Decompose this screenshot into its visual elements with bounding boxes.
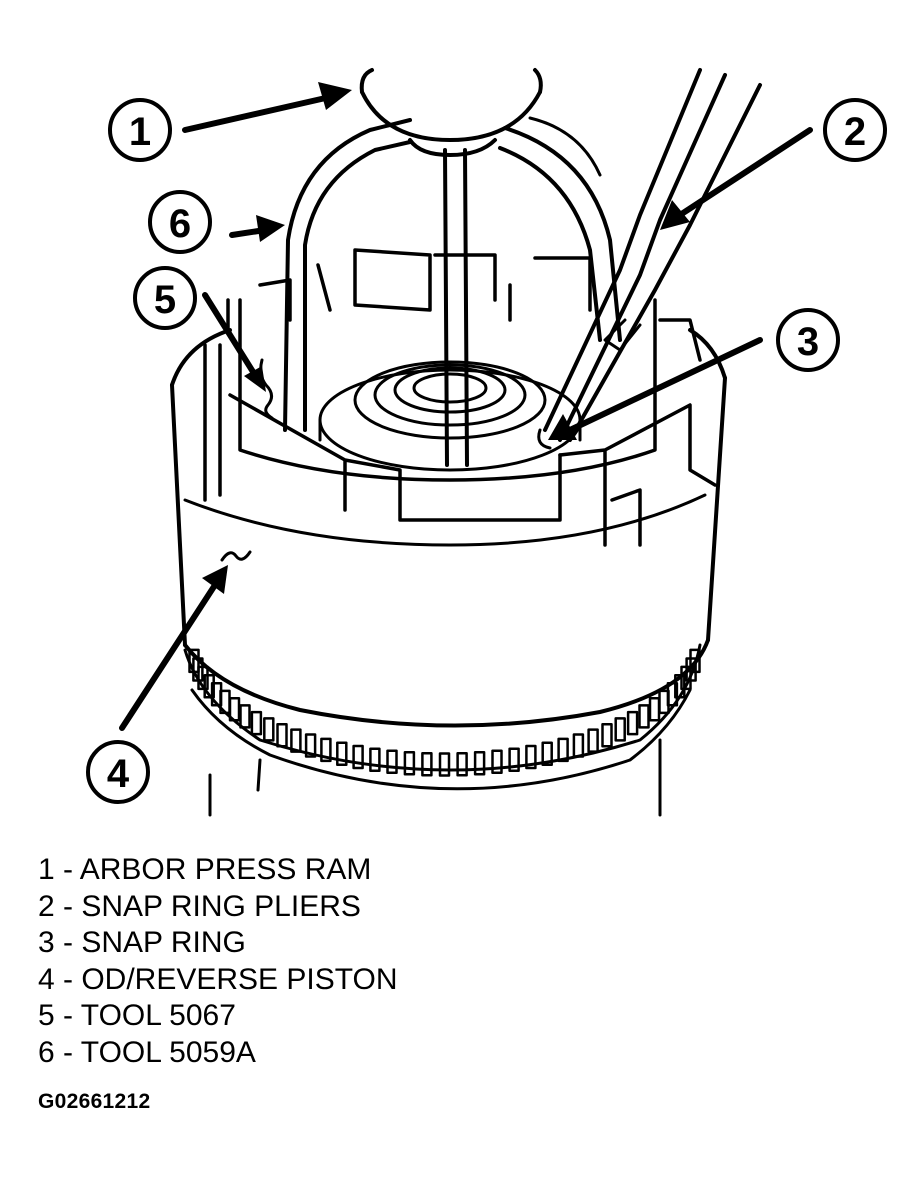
svg-text:5: 5 [154,278,176,322]
gear-tooth [541,741,553,766]
gear-tooth [197,665,209,691]
snap-ring-pliers [537,68,762,450]
callout-4: 4 [86,740,150,804]
arrow-1 [182,94,333,133]
gear-tooth [304,733,317,758]
gear-tooth [648,697,661,722]
gear-tooth [587,728,599,753]
gear-tooth [276,722,288,748]
arrow-4 [119,582,218,731]
gear-tooth [572,733,585,758]
gear-teeth-ring [183,643,702,817]
svg-text:6: 6 [169,202,191,246]
svg-text:1: 1 [129,110,151,154]
gear-tooth [228,697,241,722]
arrow-5-head [244,366,266,392]
assembly-illustration: 1 2 3 4 5 6 [86,68,887,817]
callout-3: 3 [776,308,840,372]
arbor-press-ram [359,68,543,467]
arrow-1-head [318,82,352,110]
center-hub [318,360,582,472]
arrow-2-head [660,200,690,230]
gear-tooth [614,717,626,742]
gear-tooth [263,717,275,742]
arrow-3-head [548,414,577,440]
gear-tooth [557,737,569,763]
gear-tooth [336,741,348,766]
svg-text:3: 3 [797,320,819,364]
tool-5059a [283,116,622,432]
gear-tooth [491,749,503,775]
gear-tooth [403,751,416,776]
figure-id: G02661212 [38,1090,151,1113]
legend-item-4: 4 - OD/REVERSE PISTON [38,962,398,996]
gear-tooth [239,704,251,729]
gear-tooth [689,648,701,674]
gear-tooth [386,749,398,775]
gear-tooth [456,751,468,777]
callout-1: 1 [108,98,172,162]
legend-item-5: 5 - TOOL 5067 [38,999,236,1032]
svg-text:2: 2 [844,110,866,154]
legend-item-2: 2 - SNAP RING PLIERS [38,889,361,923]
gear-tooth [203,673,215,699]
callout-6: 6 [148,190,212,254]
callout-2: 2 [823,98,887,162]
od-reverse-piston [170,328,727,728]
gear-tooth [438,752,451,777]
legend-item-3: 3 - SNAP RING [38,926,246,959]
gear-tooth [369,747,381,772]
piston-rim [203,248,717,547]
gear-tooth [290,728,302,753]
arrow-2 [677,127,813,218]
gear-tooth [601,722,613,748]
gear-tooth [421,751,433,777]
legend-item-1: 1 - ARBOR PRESS RAM [38,853,372,886]
gear-tooth [508,747,520,772]
gear-tooth [250,710,263,736]
gear-tooth [352,744,364,770]
gear-tooth [473,751,486,776]
gear-tooth [320,737,332,763]
gear-tooth [626,710,639,736]
arrow-4-head [202,565,228,594]
arrow-3 [567,337,763,433]
gear-tooth [525,744,537,770]
legend-item-6: 6 - TOOL 5059A [38,1035,256,1069]
callout-5: 5 [133,266,197,330]
arrow-6-head [256,215,285,242]
gear-tooth [638,704,650,729]
svg-text:4: 4 [107,752,130,796]
arrow-5 [202,292,258,378]
parts-legend: 1 - ARBOR PRESS RAM 2 - SNAP RING PLIERS… [38,852,398,1071]
